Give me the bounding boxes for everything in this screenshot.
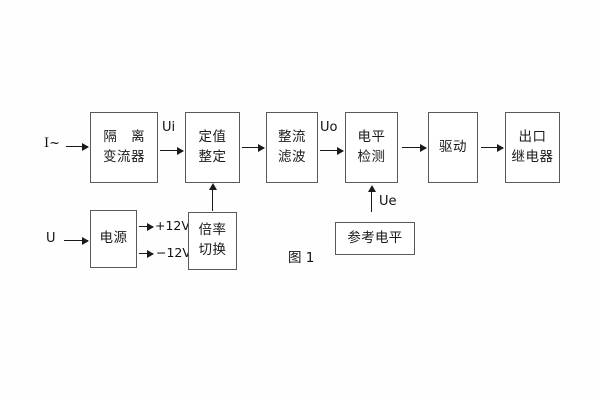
block-power-supply-line1: 电源: [99, 230, 128, 247]
signal-ui-label: Ui: [162, 120, 176, 135]
block-ratio-switch-line2: 切换: [198, 242, 227, 258]
block-reference-level: 参考电平: [335, 222, 415, 255]
block-driver-line1: 驱动: [439, 138, 467, 155]
arrow-rectify-filter-to-level-detect: [320, 146, 344, 155]
block-isolation-ct: 隔 离 变流器: [90, 112, 158, 183]
signal-ue-label: Ue: [379, 194, 397, 209]
rail-positive-label: +12V: [155, 218, 190, 233]
input-voltage-label: U: [46, 231, 56, 246]
block-setting-line2: 整定: [198, 148, 227, 165]
arrow-current-to-isolation-ct: [66, 142, 89, 151]
block-level-detect-line1: 电平: [357, 128, 386, 145]
block-driver: 驱动: [428, 112, 478, 183]
arrow-driver-to-output-relay: [481, 143, 504, 152]
block-power-supply: 电源: [90, 210, 137, 268]
block-isolation-ct-line2: 变流器: [103, 148, 145, 165]
input-current-label: I~: [44, 136, 61, 151]
block-output-relay-line1: 出口: [518, 128, 547, 145]
arrow-rail-negative: [139, 249, 154, 258]
arrow-voltage-to-power-supply: [64, 236, 89, 245]
block-output-relay-line2: 继电器: [511, 148, 554, 165]
block-rectify-filter-line1: 整流: [278, 128, 306, 145]
block-reference-level-line1: 参考电平: [347, 229, 403, 246]
arrow-ratio-switch-to-setting: [208, 183, 217, 211]
block-isolation-ct-line1: 隔 离: [103, 128, 150, 145]
block-level-detect: 电平 检测: [345, 112, 398, 183]
block-ratio-switch-line1: 倍率: [198, 222, 227, 239]
block-rectify-filter-line2: 滤波: [278, 148, 306, 165]
block-level-detect-line2: 检测: [357, 148, 386, 165]
arrow-rail-positive: [139, 222, 154, 231]
arrow-reference-level-to-level-detect: [367, 185, 376, 212]
arrow-level-detect-to-driver: [402, 143, 427, 152]
signal-uo-label: Uo: [320, 120, 338, 135]
arrow-isolation-ct-to-setting: [160, 146, 184, 155]
block-rectify-filter: 整流 滤波: [266, 112, 318, 183]
arrow-setting-to-rectify-filter: [242, 143, 265, 152]
block-ratio-switch: 倍率 切换: [188, 212, 237, 270]
figure-caption: 图 1: [288, 250, 315, 266]
block-setting: 定值 整定: [185, 112, 240, 183]
block-setting-line1: 定值: [198, 128, 227, 145]
block-output-relay: 出口 继电器: [505, 112, 560, 183]
rail-negative-label: −12V: [156, 245, 191, 260]
